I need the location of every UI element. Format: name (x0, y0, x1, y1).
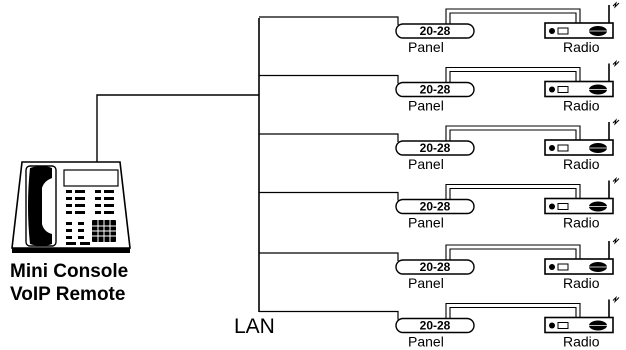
lan-tap-line (259, 16, 399, 25)
lan-tap-line (259, 191, 399, 201)
lan-label: LAN (234, 315, 275, 338)
radio-wave-icon (612, 237, 620, 245)
radio-icon (544, 197, 614, 215)
panel-icon (395, 81, 475, 98)
radio-cable (445, 302, 581, 319)
radio-label: Radio (563, 334, 600, 350)
radio-label: Radio (563, 39, 600, 55)
lan-tap-line (259, 133, 399, 142)
radio-wave-icon (612, 295, 620, 304)
radio-cable (445, 66, 581, 83)
radio-wave-icon (612, 176, 620, 185)
mini-console-phone-icon (11, 161, 131, 253)
radio-icon (544, 258, 614, 275)
radio-cable (445, 8, 581, 24)
panel-model-label: 20-28 (420, 260, 451, 274)
panel-icon (395, 140, 475, 156)
radio-icon (544, 316, 614, 334)
panel-icon (395, 23, 475, 39)
lan-tap-line (259, 74, 399, 84)
panel-icon (395, 259, 475, 275)
panel-icon (395, 317, 475, 334)
panel-model-label: 20-28 (420, 24, 451, 38)
radio-icon (544, 80, 614, 98)
panel-label: Panel (408, 98, 444, 114)
lan-tap-line (259, 252, 399, 261)
panel-icon (395, 198, 475, 215)
panel-model-label: 20-28 (420, 83, 451, 97)
lan-tap-line (259, 310, 399, 320)
panel-label: Panel (408, 334, 444, 350)
panel-label: Panel (408, 275, 444, 291)
panel-label: Panel (408, 39, 444, 55)
panel-model-label: 20-28 (420, 319, 451, 333)
console-link (96, 94, 259, 167)
panel-label: Panel (408, 156, 444, 172)
radio-label: Radio (563, 156, 600, 172)
radio-icon (544, 22, 614, 39)
radio-icon (544, 139, 614, 156)
console-label-line2: VoIP Remote (10, 284, 126, 305)
radio-wave-icon (612, 1, 620, 9)
radio-wave-icon (612, 59, 620, 68)
panel-model-label: 20-28 (420, 141, 451, 155)
radio-cable (445, 183, 581, 200)
panel-label: Panel (408, 215, 444, 231)
radio-cable (445, 125, 581, 141)
panel-model-label: 20-28 (420, 200, 451, 214)
console-label-line1: Mini Console (10, 261, 129, 282)
radio-label: Radio (563, 275, 600, 291)
radio-wave-icon (612, 118, 620, 126)
radio-label: Radio (563, 98, 600, 114)
radio-label: Radio (563, 215, 600, 231)
radio-cable (445, 244, 581, 260)
